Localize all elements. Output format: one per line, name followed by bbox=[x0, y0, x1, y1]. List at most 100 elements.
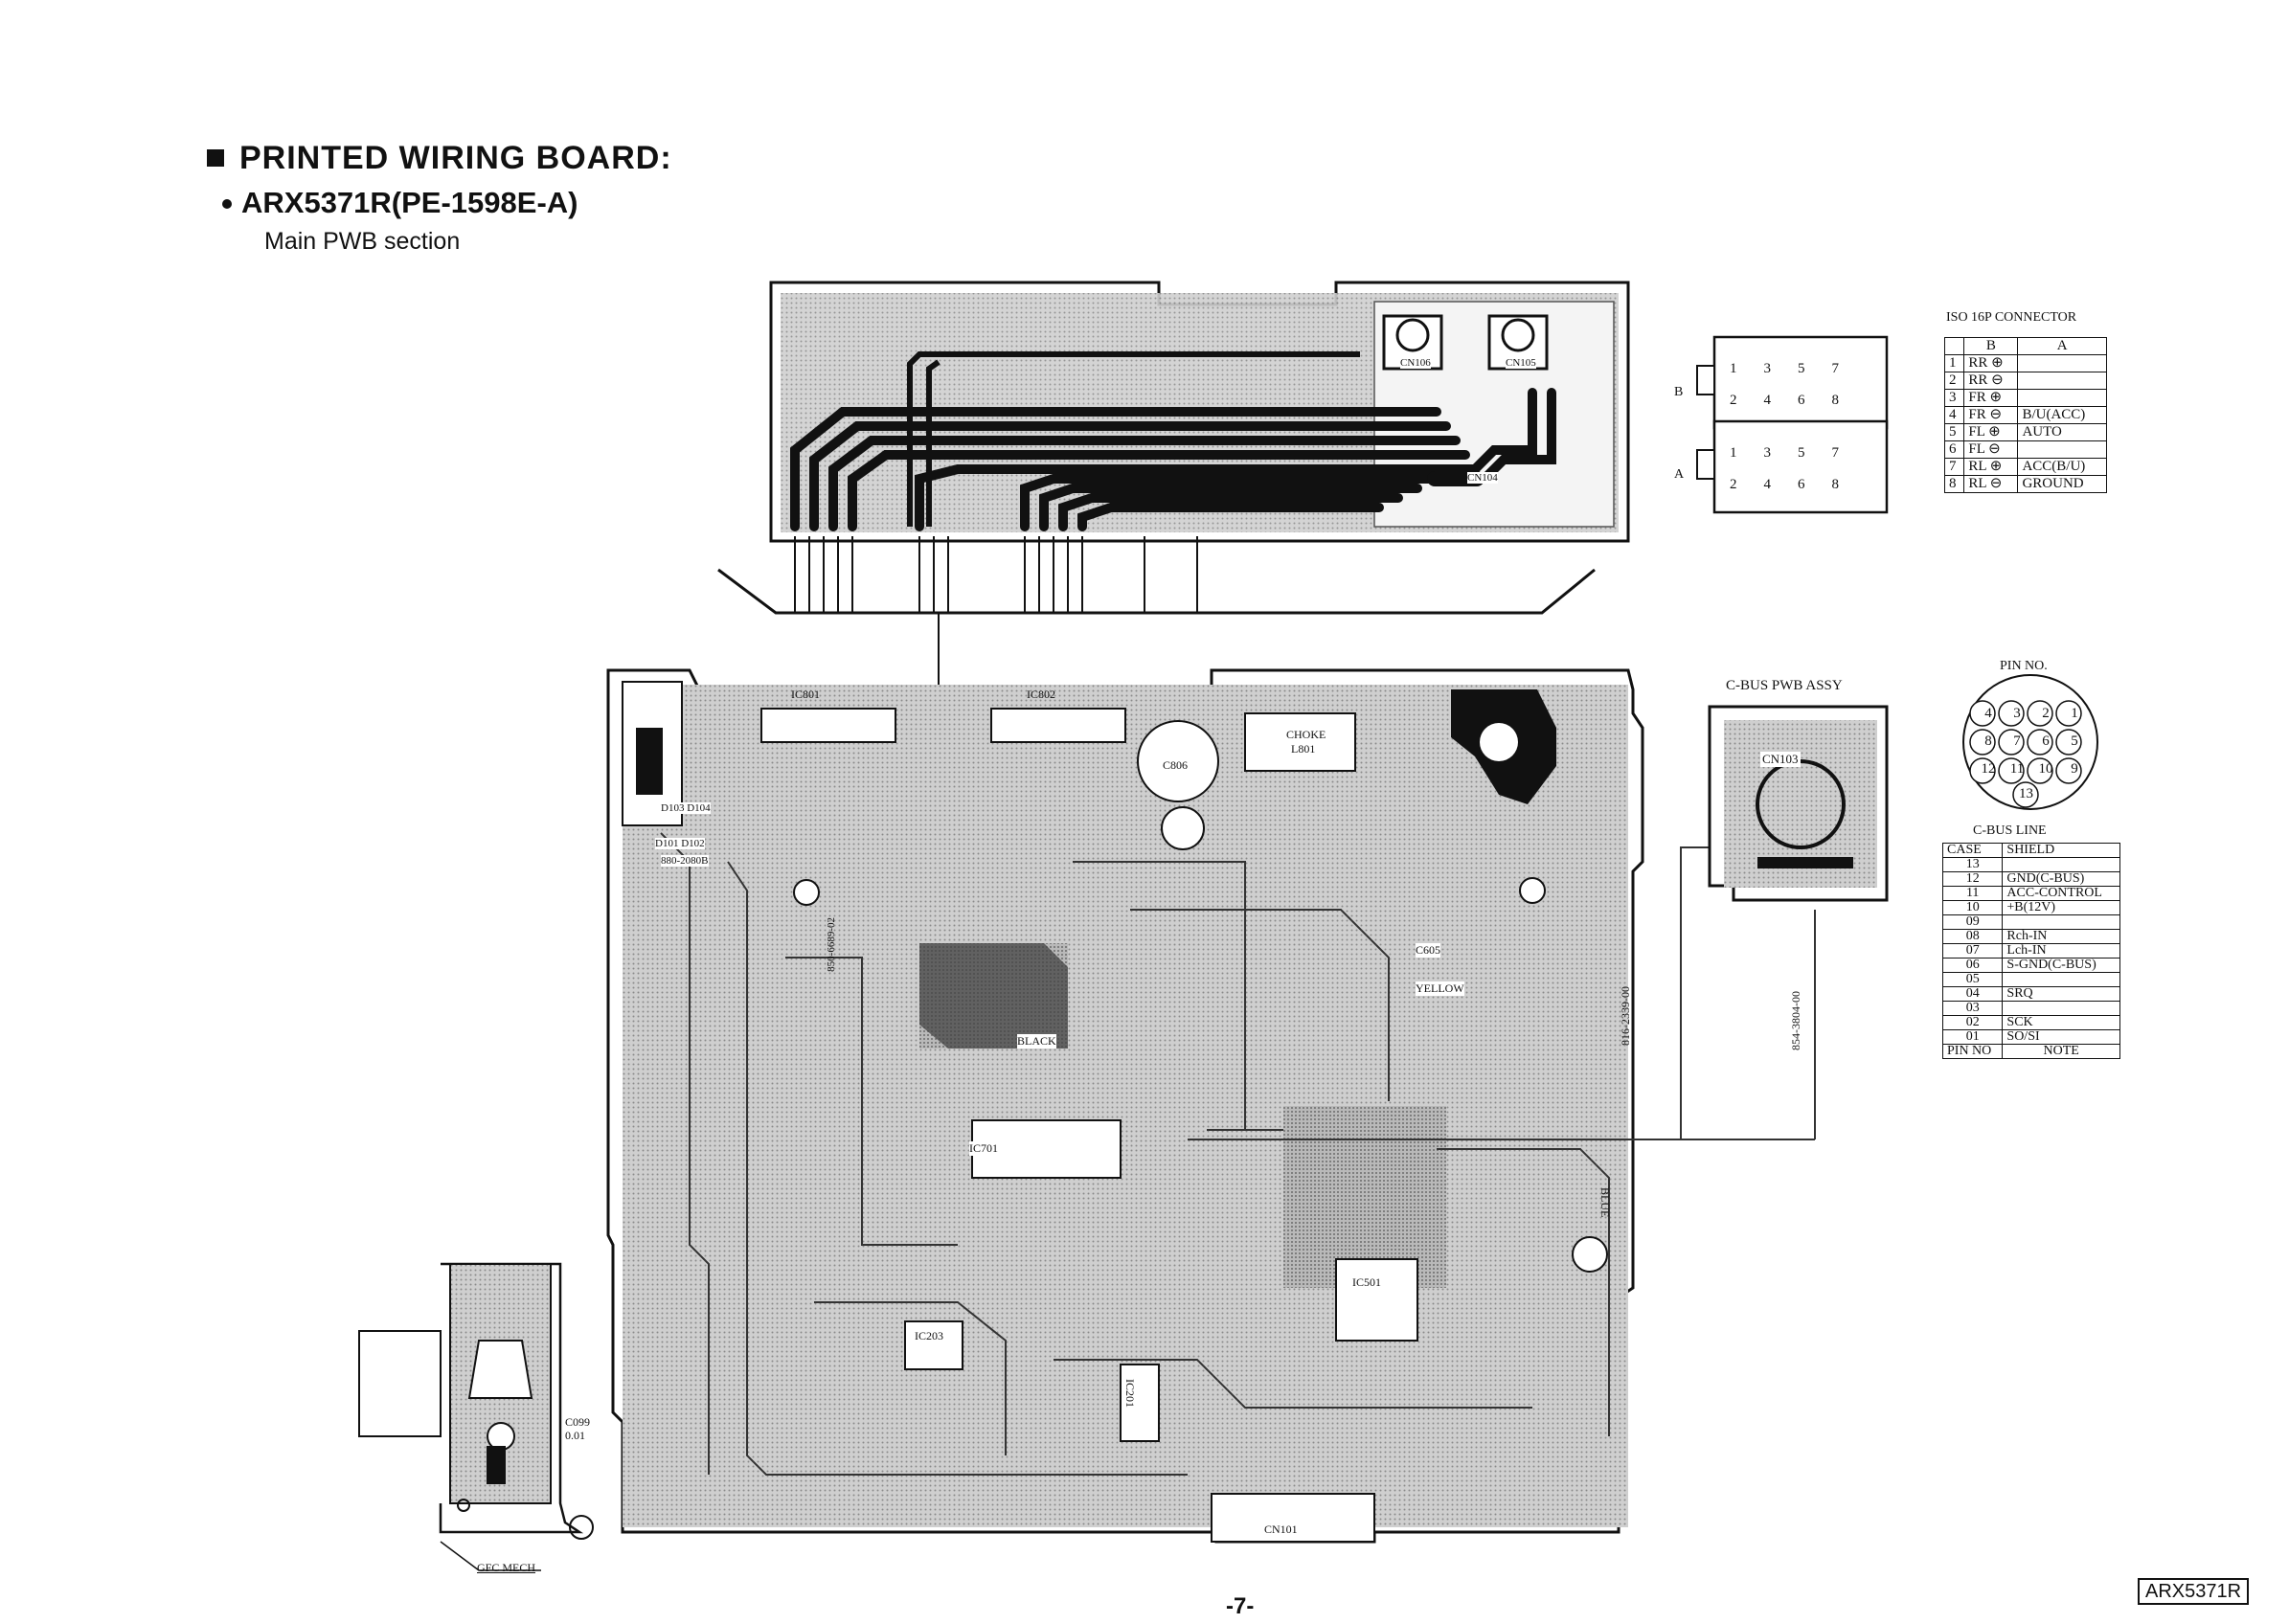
table-cell: 2 bbox=[1943, 372, 1965, 390]
ic203-label: IC203 bbox=[915, 1329, 943, 1343]
pin-label: 8 bbox=[1984, 733, 1992, 749]
pin-label: 5 bbox=[2071, 733, 2078, 749]
pin-label: 6 bbox=[2042, 733, 2050, 749]
table-cell: SHIELD bbox=[2002, 843, 2120, 858]
cbus-assy-label: C-BUS PWB ASSY bbox=[1726, 678, 1843, 693]
slot-row-a-top: 1 3 5 7 bbox=[1730, 445, 1839, 462]
slot-number: 8 bbox=[1831, 477, 1840, 492]
slot-number: 2 bbox=[1730, 393, 1737, 408]
table-cell bbox=[2017, 354, 2107, 372]
cn106-label: CN106 bbox=[1400, 357, 1431, 369]
ic501-label: IC501 bbox=[1352, 1275, 1381, 1290]
table-cell: ACC-CONTROL bbox=[2002, 886, 2120, 901]
slot-row-b-bottom: 2 4 6 8 bbox=[1730, 393, 1839, 409]
table-cell: Lch-IN bbox=[2002, 943, 2120, 959]
slot-number: 1 bbox=[1730, 361, 1737, 376]
d101-label: D101 D102 bbox=[655, 838, 705, 849]
table-cell: Rch-IN bbox=[2002, 929, 2120, 944]
table-cell: 04 bbox=[1941, 986, 2004, 1002]
iso-connector-drawing bbox=[1696, 335, 1889, 514]
table-header: A bbox=[2017, 337, 2107, 355]
part-number: 880-2080B bbox=[661, 855, 709, 867]
pin-label: 13 bbox=[2019, 786, 2033, 801]
cn104-label: CN104 bbox=[1467, 472, 1498, 484]
table-cell: 06 bbox=[1941, 958, 2004, 973]
table-row: 05 bbox=[1941, 972, 2120, 987]
slot-number: 7 bbox=[1831, 361, 1840, 376]
table-header: B bbox=[1963, 337, 2019, 355]
table-cell: +B(12V) bbox=[2002, 900, 2120, 915]
model-line-text: ARX5371R(PE-1598E-A) bbox=[241, 186, 578, 219]
title-text: PRINTED WIRING BOARD: bbox=[239, 140, 672, 176]
pin-label: 9 bbox=[2071, 761, 2078, 777]
table-cell: 10 bbox=[1941, 900, 2004, 915]
slot-number: 2 bbox=[1730, 477, 1737, 492]
table-cell: 3 bbox=[1943, 389, 1965, 407]
table-cell: FL ⊕ bbox=[1963, 423, 2019, 441]
pin-label: 12 bbox=[1981, 761, 1996, 777]
part-number: 854-3804-00 bbox=[1789, 991, 1802, 1050]
table-cell: 1 bbox=[1943, 354, 1965, 372]
table-cell: RL ⊖ bbox=[1963, 475, 2019, 493]
table-cell: 03 bbox=[1941, 1001, 2004, 1016]
table-cell: NOTE bbox=[2002, 1044, 2120, 1059]
yellow-label: YELLOW bbox=[1416, 981, 1464, 996]
table-cell: 07 bbox=[1941, 943, 2004, 959]
side-a-label: A bbox=[1674, 467, 1685, 482]
pin-label: 3 bbox=[2013, 706, 2021, 721]
c099-value: 0.01 bbox=[565, 1429, 585, 1442]
table-cell: 5 bbox=[1943, 423, 1965, 441]
slot-number: 7 bbox=[1831, 445, 1840, 461]
ic201-label: IC201 bbox=[1122, 1379, 1137, 1408]
table-cell bbox=[2002, 914, 2120, 930]
table-cell: SO/SI bbox=[2002, 1029, 2120, 1045]
model-badge: ARX5371R bbox=[2138, 1578, 2250, 1605]
table-cell bbox=[1943, 337, 1965, 355]
table-cell: ACC(B/U) bbox=[2017, 458, 2107, 476]
blue-label: BLUE bbox=[1598, 1187, 1612, 1218]
table-cell: 02 bbox=[1941, 1015, 2004, 1030]
black-label: BLACK bbox=[1017, 1034, 1056, 1049]
choke-label: CHOKE bbox=[1286, 728, 1326, 742]
table-cell: 13 bbox=[1941, 857, 2004, 872]
page-number: -7- bbox=[1226, 1593, 1255, 1619]
table-cell: 09 bbox=[1941, 914, 2004, 930]
table-cell: SCK bbox=[2002, 1015, 2120, 1030]
table-row: 10+B(12V) bbox=[1941, 900, 2120, 915]
table-cell bbox=[2002, 972, 2120, 987]
side-b-label: B bbox=[1674, 385, 1684, 399]
slot-number: 6 bbox=[1798, 393, 1805, 408]
table-row: 13 bbox=[1941, 857, 2120, 872]
table-cell: FR ⊖ bbox=[1963, 406, 2019, 424]
table-cell: B/U(ACC) bbox=[2017, 406, 2107, 424]
pin-label: 1 bbox=[2071, 706, 2078, 721]
table-cell: 08 bbox=[1941, 929, 2004, 944]
pin-label: 11 bbox=[2009, 761, 2025, 777]
table-row: 03 bbox=[1941, 1001, 2120, 1016]
cbus-line-title: C-BUS LINE bbox=[1973, 823, 2047, 838]
main-board bbox=[606, 668, 1757, 1544]
table-cell bbox=[2017, 440, 2107, 459]
slot-number: 4 bbox=[1763, 393, 1772, 408]
slot-row-b-top: 1 3 5 7 bbox=[1730, 361, 1839, 377]
cn103-label: CN103 bbox=[1760, 752, 1801, 767]
gfc-mech-label: GFC MECH bbox=[477, 1561, 536, 1574]
table-cell: PIN NO bbox=[1941, 1044, 2004, 1059]
part-number: 816-2339-00 bbox=[1619, 986, 1632, 1046]
c099-label: C099 bbox=[565, 1415, 591, 1429]
top-sub-board bbox=[769, 281, 1630, 543]
slot-number: 8 bbox=[1831, 393, 1840, 408]
page-title: PRINTED WIRING BOARD: bbox=[207, 140, 672, 177]
table-cell: RR ⊖ bbox=[1963, 372, 2019, 390]
